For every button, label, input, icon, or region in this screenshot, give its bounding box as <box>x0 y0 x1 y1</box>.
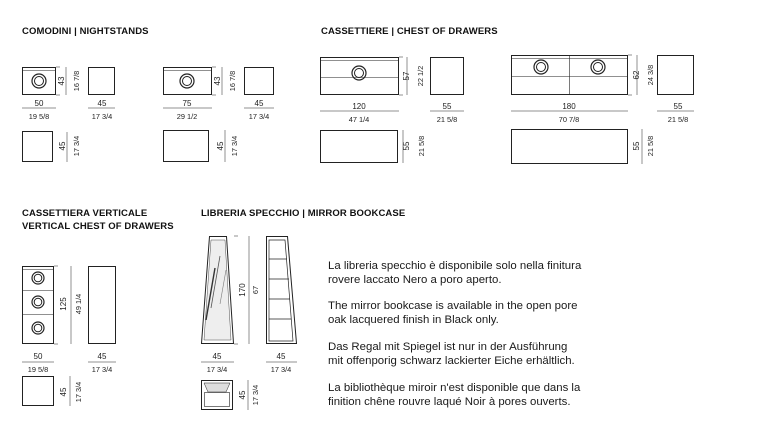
bk-top-cm: 45 <box>238 390 247 399</box>
ch2-width-in: 70 7/8 <box>559 115 580 124</box>
ch1-width-in: 47 1/4 <box>349 115 370 124</box>
chest-120-side-view <box>430 57 464 95</box>
bookcase-top-view <box>201 380 233 410</box>
ns1-top-in: 17 3/4 <box>72 136 81 157</box>
description-line: oak lacquered finish in Black only. <box>328 314 499 326</box>
description-line: rovere laccato Nero a poro aperto. <box>328 274 502 286</box>
chest-120-front-view <box>320 57 399 95</box>
ch1-depth-cm: 55 <box>443 102 452 111</box>
ns1-height-cm: 43 <box>57 76 66 85</box>
vc-top-cm: 45 <box>59 387 68 396</box>
vertical-chest-side-view <box>88 266 116 344</box>
vc-height-in: 49 1/4 <box>74 294 83 315</box>
description-french: La bibliothèque miroir n'est disponible … <box>328 381 748 409</box>
bk-depth-in: 17 3/4 <box>271 365 292 374</box>
nightstand-large-front-view <box>163 67 212 95</box>
bk-width-in: 17 3/4 <box>207 365 228 374</box>
bookcase-side-view <box>266 236 298 344</box>
vertical-chest-heading-line2: VERTICAL CHEST OF DRAWERS <box>22 221 174 232</box>
bk-depth-cm: 45 <box>277 352 286 361</box>
chest-180-front-view <box>511 55 628 95</box>
ch2-depth-in: 21 5/8 <box>668 115 689 124</box>
bk-height-cm: 170 <box>238 283 247 297</box>
ns2-width-in: 29 1/2 <box>177 112 198 121</box>
chest-120-top-view <box>320 130 398 163</box>
ch2-top-in: 21 5/8 <box>646 136 655 157</box>
ch1-height-in: 22 1/2 <box>416 66 425 87</box>
nightstand-large-side-view <box>244 67 274 95</box>
description-line: The mirror bookcase is available in the … <box>328 300 578 312</box>
ns1-depth-in: 17 3/4 <box>92 112 113 121</box>
ch1-depth-in: 21 5/8 <box>437 115 458 124</box>
ns2-top-in: 17 3/4 <box>230 136 239 157</box>
description-line: La bibliothèque miroir n'est disponible … <box>328 382 581 394</box>
vc-depth-in: 17 3/4 <box>92 365 113 374</box>
bk-top-in: 17 3/4 <box>251 385 260 406</box>
chests-heading: CASSETTIERE | CHEST OF DRAWERS <box>321 26 498 37</box>
description-line: La libreria specchio è disponibile solo … <box>328 260 582 272</box>
ns1-top-cm: 45 <box>58 141 67 150</box>
bookcase-front-view <box>200 236 235 344</box>
description-english: The mirror bookcase is available in the … <box>328 299 748 327</box>
description-line: finition chêne rouvre laqué Noir à pores… <box>328 396 571 408</box>
ch1-top-cm: 55 <box>402 141 411 150</box>
vc-depth-cm: 45 <box>98 352 107 361</box>
nightstand-small-front-view <box>22 67 56 95</box>
vertical-chest-front-view <box>22 266 54 344</box>
ns2-depth-in: 17 3/4 <box>249 112 270 121</box>
nightstand-small-top-view <box>22 131 53 162</box>
nightstands-heading: COMODINI | NIGHTSTANDS <box>22 26 149 37</box>
ns1-width-in: 19 5/8 <box>29 112 50 121</box>
ch1-height-cm: 57 <box>402 71 411 80</box>
bookcase-heading: LIBRERIA SPECCHIO | MIRROR BOOKCASE <box>201 208 406 219</box>
ch2-top-cm: 55 <box>632 141 641 150</box>
vc-width-in: 19 5/8 <box>28 365 49 374</box>
nightstand-small-side-view <box>88 67 115 95</box>
nightstand-large-top-view <box>163 130 209 162</box>
description-line: Das Regal mit Spiegel ist nur in der Aus… <box>328 341 568 353</box>
ch2-depth-cm: 55 <box>674 102 683 111</box>
description-german: Das Regal mit Spiegel ist nur in der Aus… <box>328 340 748 368</box>
ch2-width-cm: 180 <box>562 102 576 111</box>
vertical-chest-top-view <box>22 376 54 406</box>
description-italian: La libreria specchio è disponibile solo … <box>328 259 748 287</box>
ns1-width-cm: 50 <box>35 99 44 108</box>
chest-180-side-view <box>657 55 694 95</box>
ns2-height-in: 16 7/8 <box>228 71 237 92</box>
ch1-top-in: 21 5/8 <box>417 136 426 157</box>
vc-height-cm: 125 <box>59 297 68 311</box>
ns1-height-in: 16 7/8 <box>72 71 81 92</box>
ns2-width-cm: 75 <box>183 99 192 108</box>
vc-width-cm: 50 <box>34 352 43 361</box>
ch2-height-in: 24 3/8 <box>646 65 655 86</box>
ch2-height-cm: 62 <box>632 70 641 79</box>
ns2-depth-cm: 45 <box>255 99 264 108</box>
bk-height-in: 67 <box>251 286 260 294</box>
ns2-height-cm: 43 <box>213 76 222 85</box>
ns1-depth-cm: 45 <box>98 99 107 108</box>
vertical-chest-heading-line1: CASSETTIERA VERTICALE <box>22 208 148 219</box>
bk-width-cm: 45 <box>213 352 222 361</box>
chest-180-top-view <box>511 129 628 164</box>
vc-top-in: 17 3/4 <box>74 382 83 403</box>
ns2-top-cm: 45 <box>216 141 225 150</box>
ch1-width-cm: 120 <box>352 102 366 111</box>
description-line: mit offenporig schwarz lackierter Eiche … <box>328 355 575 367</box>
